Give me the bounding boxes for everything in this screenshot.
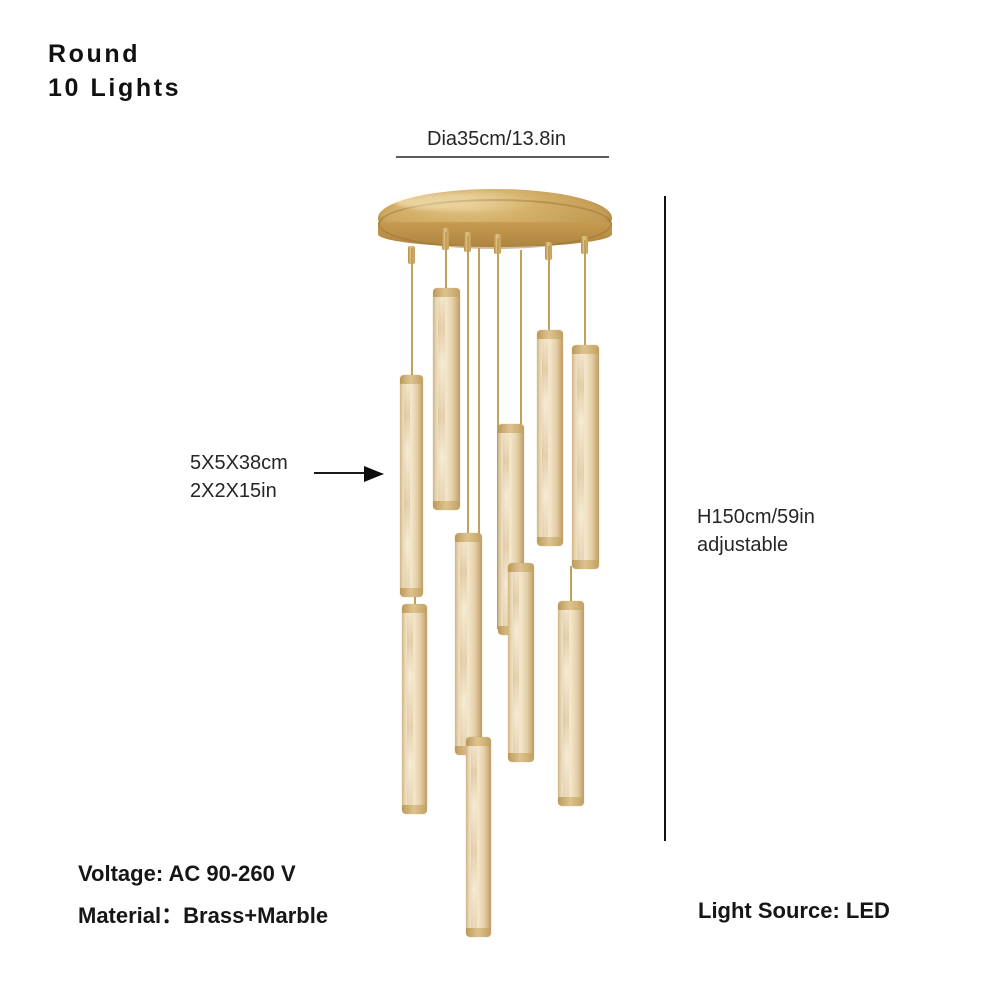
height-label-line1: H150cm/59in bbox=[697, 506, 815, 528]
diameter-label: Dia35cm/13.8in bbox=[427, 128, 566, 150]
marble-vein bbox=[562, 601, 570, 806]
tube-cap-top bbox=[572, 345, 599, 354]
tube-cap-top bbox=[433, 288, 460, 297]
tube-cap-top bbox=[558, 601, 584, 610]
tube-cap-top bbox=[400, 375, 423, 384]
marble-vein bbox=[502, 424, 510, 635]
marble-vein bbox=[541, 330, 549, 546]
tube-size-line1: 5X5X38cm bbox=[190, 452, 288, 474]
marble-light-tube bbox=[400, 375, 423, 597]
suspension-cable bbox=[467, 236, 469, 749]
marble-light-tube bbox=[537, 330, 563, 546]
marble-light-tube bbox=[572, 345, 599, 569]
marble-light-tube bbox=[508, 563, 534, 762]
tube-cap-bottom bbox=[433, 501, 460, 510]
tube-cap-bottom bbox=[508, 753, 534, 762]
spec-voltage: Voltage: AC 90-260 V bbox=[78, 861, 296, 886]
diameter-dimension-line bbox=[396, 156, 609, 158]
height-label: H150cm/59in adjustable bbox=[697, 504, 815, 559]
tube-cap-top bbox=[498, 424, 524, 433]
marble-vein bbox=[404, 375, 411, 597]
marble-vein bbox=[512, 563, 520, 762]
tube-cap-bottom bbox=[402, 805, 427, 814]
tube-size-label: 5X5X38cm 2X2X15in bbox=[190, 450, 288, 505]
marble-light-tube bbox=[433, 288, 460, 510]
tube-cap-top bbox=[537, 330, 563, 339]
title-line-shape: Round bbox=[48, 40, 141, 68]
height-dimension-line bbox=[664, 196, 666, 841]
tube-cap-top bbox=[455, 533, 482, 542]
tube-cap-bottom bbox=[400, 588, 423, 597]
title-line-count: 10 Lights bbox=[48, 73, 182, 102]
marble-light-tube bbox=[466, 737, 491, 937]
tube-cap-top bbox=[402, 604, 427, 613]
tube-cap-bottom bbox=[537, 537, 563, 546]
spec-material: Material：Brass+Marble bbox=[78, 903, 329, 928]
page-title: Round 10 Lights bbox=[48, 38, 181, 105]
marble-vein bbox=[576, 345, 584, 569]
marble-light-tube bbox=[455, 533, 482, 755]
tube-cap-top bbox=[466, 737, 491, 746]
marble-vein bbox=[470, 737, 477, 937]
marble-light-tube bbox=[402, 604, 427, 814]
spec-light-source: Light Source: LED bbox=[698, 898, 890, 923]
tube-size-arrow-icon bbox=[314, 466, 384, 482]
tube-cap-bottom bbox=[466, 928, 491, 937]
tube-cap-bottom bbox=[558, 797, 584, 806]
height-label-line2: adjustable bbox=[697, 533, 789, 556]
tube-size-line2: 2X2X15in bbox=[190, 479, 277, 502]
arrow-head bbox=[364, 466, 384, 482]
marble-vein bbox=[459, 533, 467, 755]
canopy-highlight bbox=[394, 193, 544, 211]
arrow-shaft bbox=[314, 472, 366, 474]
tube-cap-top bbox=[508, 563, 534, 572]
marble-vein bbox=[437, 288, 445, 510]
marble-vein bbox=[406, 604, 413, 814]
marble-light-tube bbox=[558, 601, 584, 806]
tube-cap-bottom bbox=[572, 560, 599, 569]
